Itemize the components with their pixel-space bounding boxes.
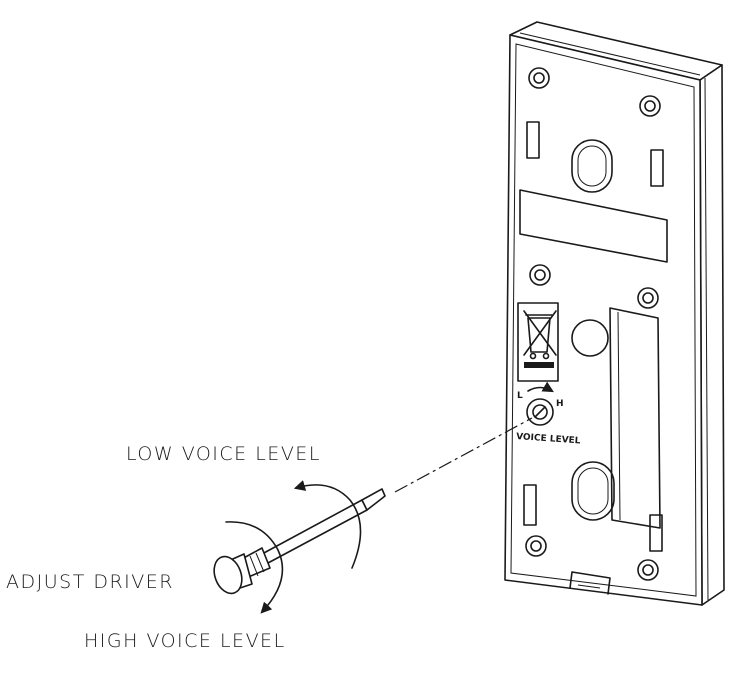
mounting-hole-lower — [571, 461, 615, 521]
label-recess — [519, 189, 668, 263]
voice-level-plate-label: VOICE LEVEL — [516, 432, 581, 446]
voice-level-potentiometer[interactable] — [526, 398, 554, 426]
screw-hole-top-left — [528, 67, 550, 89]
screw-hole-bottom-right — [637, 559, 659, 581]
adjust-driver-icon — [213, 488, 386, 595]
cable-channel — [609, 307, 661, 529]
adjust-driver-label: ADJUST DRIVER — [6, 571, 174, 593]
housing-right-face — [699, 64, 725, 606]
rotate-high-arrow — [225, 521, 284, 614]
screw-hole-mid-left — [529, 264, 551, 286]
screw-hole-top-right — [639, 95, 661, 117]
potentiometer-low-marker: L — [517, 391, 523, 401]
high-voice-level-label: HIGH VOICE LEVEL — [84, 630, 286, 652]
slot-lower-left — [523, 484, 537, 526]
potentiometer-high-marker: H — [556, 399, 564, 409]
screw-hole-bottom-left — [525, 535, 547, 557]
device-housing: L H VOICE LEVEL — [504, 21, 725, 606]
slot-upper-left — [526, 121, 540, 159]
mounting-hole-upper — [571, 139, 613, 193]
weee-bin-icon — [517, 302, 559, 382]
alignment-line — [394, 417, 533, 493]
slot-lower-right — [649, 514, 663, 552]
bottom-notch — [569, 571, 611, 595]
cable-hole — [571, 319, 609, 357]
rotate-low-arrow — [293, 480, 362, 569]
back-plate — [504, 34, 703, 606]
screw-hole-mid-right — [637, 287, 659, 309]
low-voice-level-label: LOW VOICE LEVEL — [126, 443, 321, 465]
back-plate-rim — [510, 43, 697, 597]
potentiometer-direction-arrow — [527, 381, 554, 393]
slot-upper-right — [650, 149, 664, 187]
